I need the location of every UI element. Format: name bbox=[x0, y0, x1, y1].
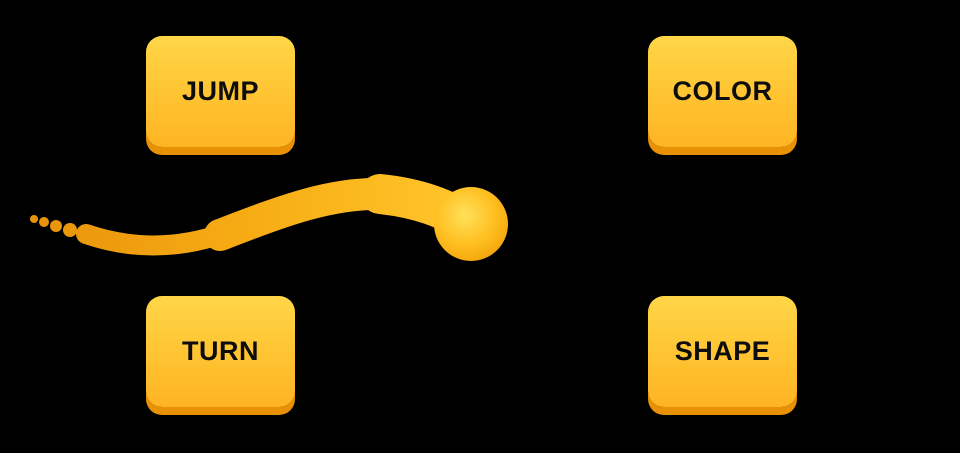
snake-tail-segments bbox=[30, 215, 95, 243]
turn-button-label: TURN bbox=[182, 336, 259, 366]
jump-button[interactable]: JUMP bbox=[146, 36, 295, 147]
color-button-label: COLOR bbox=[672, 76, 773, 106]
jump-button-label: JUMP bbox=[181, 76, 259, 106]
color-button[interactable]: COLOR bbox=[648, 36, 797, 147]
shape-button[interactable]: SHAPE bbox=[648, 296, 797, 407]
ball-sprite bbox=[434, 187, 508, 261]
shape-button-label: SHAPE bbox=[674, 336, 771, 366]
snake-body bbox=[76, 174, 482, 256]
turn-button[interactable]: TURN bbox=[146, 296, 295, 407]
